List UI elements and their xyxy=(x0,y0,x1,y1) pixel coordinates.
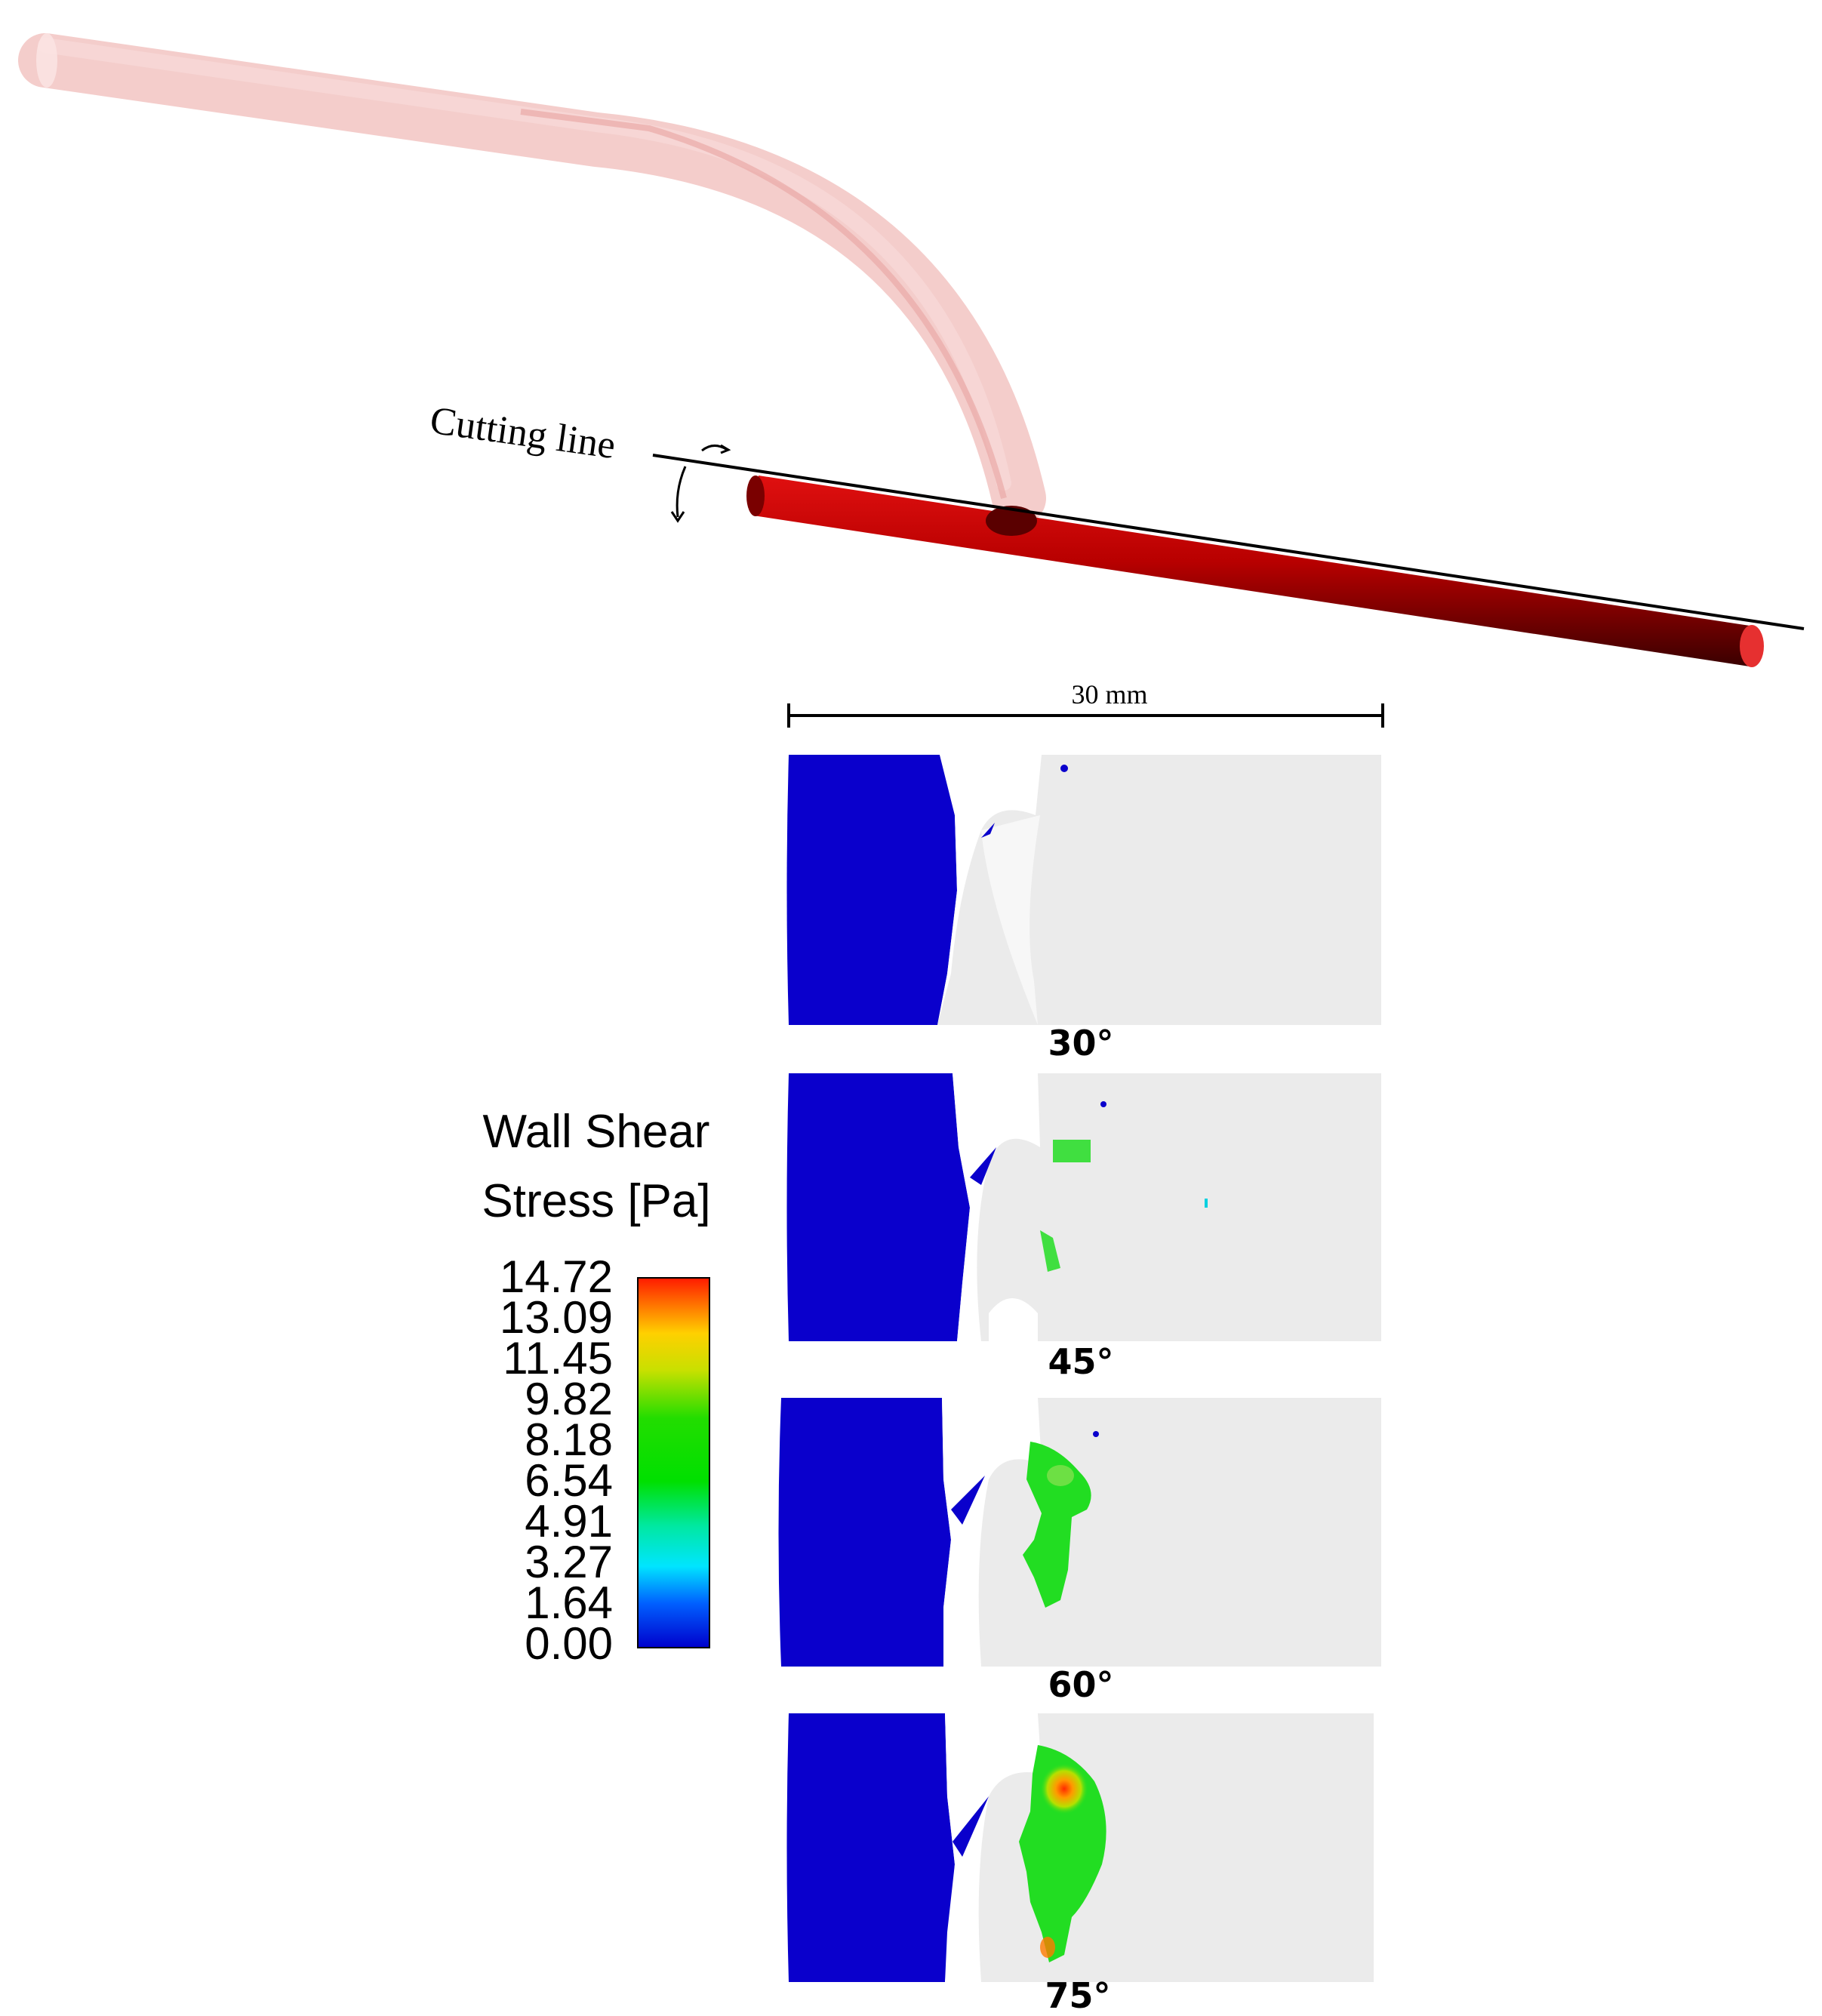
legend-title-line2: Stress [Pa] xyxy=(482,1175,710,1227)
colorbar xyxy=(637,1277,710,1648)
legend-tick: 9.82 xyxy=(525,1374,613,1424)
legend-tick: 8.18 xyxy=(525,1414,613,1465)
cutting-line xyxy=(652,444,1805,630)
legend-tick: 6.54 xyxy=(525,1455,613,1506)
legend-title-line1: Wall Shear xyxy=(483,1106,710,1158)
legend-tick: 13.09 xyxy=(500,1292,613,1343)
scale-bar-label: 30 mm xyxy=(1071,679,1147,709)
legend-tick: 0.00 xyxy=(525,1618,613,1669)
panel-angle-label: 30° xyxy=(1048,1023,1113,1063)
wss-panel-30 xyxy=(786,755,1381,1025)
wss-panel-45 xyxy=(786,1073,1381,1341)
rotate-arrow-icon xyxy=(676,466,687,518)
legend-tick: 3.27 xyxy=(525,1537,613,1587)
graft-tube xyxy=(18,33,1046,525)
scale-bar xyxy=(787,703,1384,728)
legend-tick: 4.91 xyxy=(525,1496,613,1547)
panel-angle-label: 60° xyxy=(1048,1664,1113,1705)
wss-panel-75 xyxy=(786,1713,1374,1982)
panel-angle-label: 45° xyxy=(1048,1341,1113,1382)
wss-panel-60 xyxy=(778,1398,1381,1667)
cutting-line-label: Cutting line xyxy=(427,399,618,467)
legend-tick: 11.45 xyxy=(503,1333,613,1383)
host-vessel-tube xyxy=(746,476,1764,667)
panel-angle-label: 75° xyxy=(1045,1975,1110,2016)
legend-tick: 14.72 xyxy=(500,1251,613,1302)
legend-tick: 1.64 xyxy=(525,1577,613,1628)
